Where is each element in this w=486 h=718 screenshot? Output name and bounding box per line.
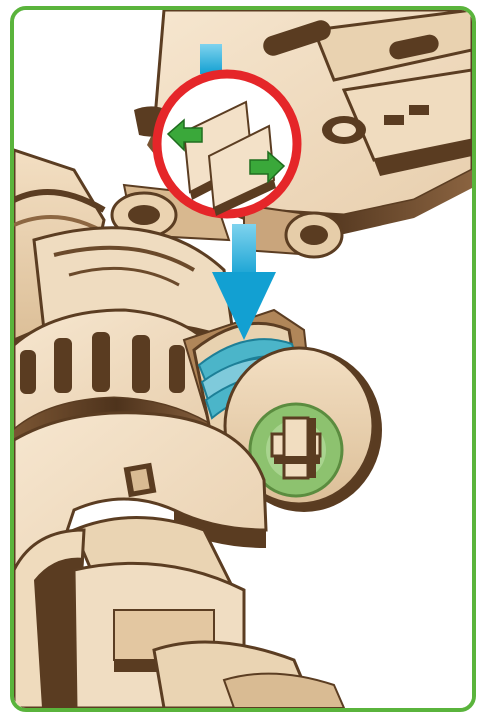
instruction-panel bbox=[10, 6, 476, 712]
magnifier-callout-icon bbox=[157, 74, 297, 216]
assembly-illustration bbox=[14, 10, 472, 708]
